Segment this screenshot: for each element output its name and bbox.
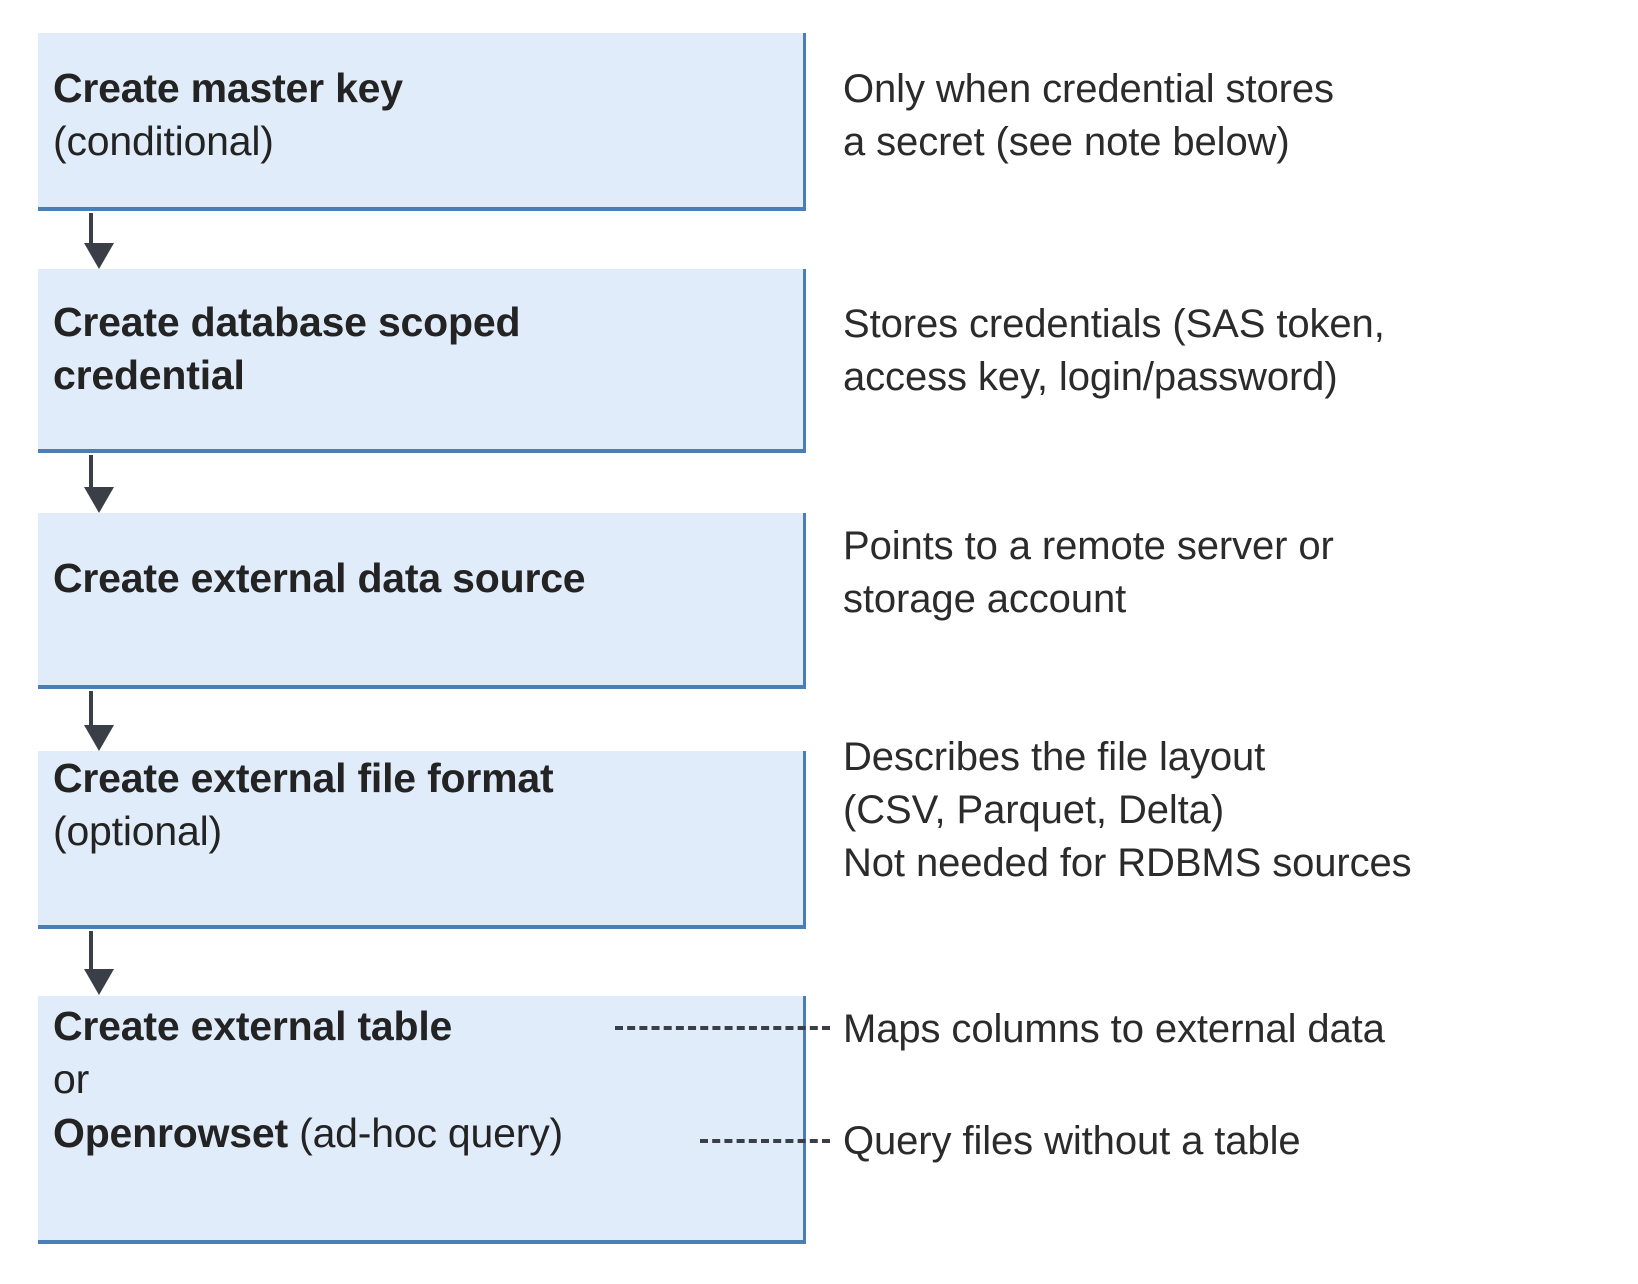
step-note-openrowset: Query files without a table	[843, 1115, 1301, 1168]
note-line: access key, login/password)	[843, 354, 1338, 399]
step-label-bold: Create database scoped	[53, 299, 521, 345]
step-label-bold: Create external file format	[53, 755, 554, 801]
step-label-qualifier: (conditional)	[53, 118, 274, 165]
step-label-bold: Create master key	[53, 65, 403, 111]
note-line: Query files without a table	[843, 1119, 1301, 1163]
step-label-bold: Create external data source	[53, 555, 586, 601]
arrow-shaft	[89, 931, 93, 971]
step-note-create-database-scoped-credential: Stores credentials (SAS token, access ke…	[843, 298, 1385, 404]
arrow-shaft	[89, 455, 93, 489]
note-line: Not needed for RDBMS sources	[843, 840, 1412, 885]
dashed-connector-openrowset	[700, 1139, 830, 1143]
step-label-qualifier: (optional)	[53, 808, 222, 855]
step-label-bold: Create external table	[53, 1003, 453, 1049]
step-label-create-master-key: Create master key (conditional)	[53, 62, 1628, 169]
step-box-create-external-data-source	[38, 513, 806, 689]
flow-arrow-down-icon	[84, 213, 114, 269]
step-label-bold: Openrowset	[53, 1109, 288, 1156]
note-line: Points to a remote server or	[843, 524, 1334, 568]
arrow-head	[84, 243, 114, 269]
note-line: Maps columns to external data	[843, 1007, 1385, 1051]
flow-arrow-down-icon	[84, 931, 114, 996]
arrow-shaft	[89, 691, 93, 727]
step-label-openrowset: Openrowset (ad-hoc query)	[53, 1107, 1628, 1160]
dashed-connector-external-table	[615, 1026, 830, 1030]
step-label-create-external-data-source: Create external data source	[53, 552, 1628, 605]
step-note-create-external-file-format: Describes the file layout (CSV, Parquet,…	[843, 731, 1412, 889]
note-line: Only when credential stores	[843, 67, 1334, 111]
arrow-head	[84, 725, 114, 751]
note-line: Stores credentials (SAS token,	[843, 302, 1385, 346]
step-label-create-external-table-or-openrowset: Create external table or Openrowset (ad-…	[53, 1000, 1628, 1160]
step-note-external-table: Maps columns to external data	[843, 1003, 1385, 1056]
arrow-head	[84, 487, 114, 513]
note-line: storage account	[843, 576, 1127, 621]
flow-arrow-down-icon	[84, 455, 114, 513]
step-label-or: or	[53, 1056, 90, 1103]
step-box-create-external-table-or-openrowset	[38, 996, 806, 1244]
note-line: Describes the file layout	[843, 735, 1266, 779]
flow-arrow-down-icon	[84, 691, 114, 751]
step-note-create-master-key: Only when credential stores a secret (se…	[843, 63, 1334, 169]
step-label-bold: credential	[53, 352, 245, 399]
arrow-head	[84, 969, 114, 995]
step-box-create-external-file-format	[38, 751, 806, 929]
step-label-create-database-scoped-credential: Create database scoped credential	[53, 296, 1628, 403]
arrow-shaft	[89, 213, 93, 245]
step-box-create-database-scoped-credential	[38, 269, 806, 453]
step-label-create-external-file-format: Create external file format (optional)	[53, 752, 1628, 859]
step-label-qualifier: (ad-hoc query)	[287, 1109, 563, 1156]
step-note-create-external-data-source: Points to a remote server or storage acc…	[843, 520, 1334, 626]
step-box-create-master-key	[38, 33, 806, 211]
note-line: a secret (see note below)	[843, 119, 1290, 164]
note-line: (CSV, Parquet, Delta)	[843, 787, 1225, 832]
